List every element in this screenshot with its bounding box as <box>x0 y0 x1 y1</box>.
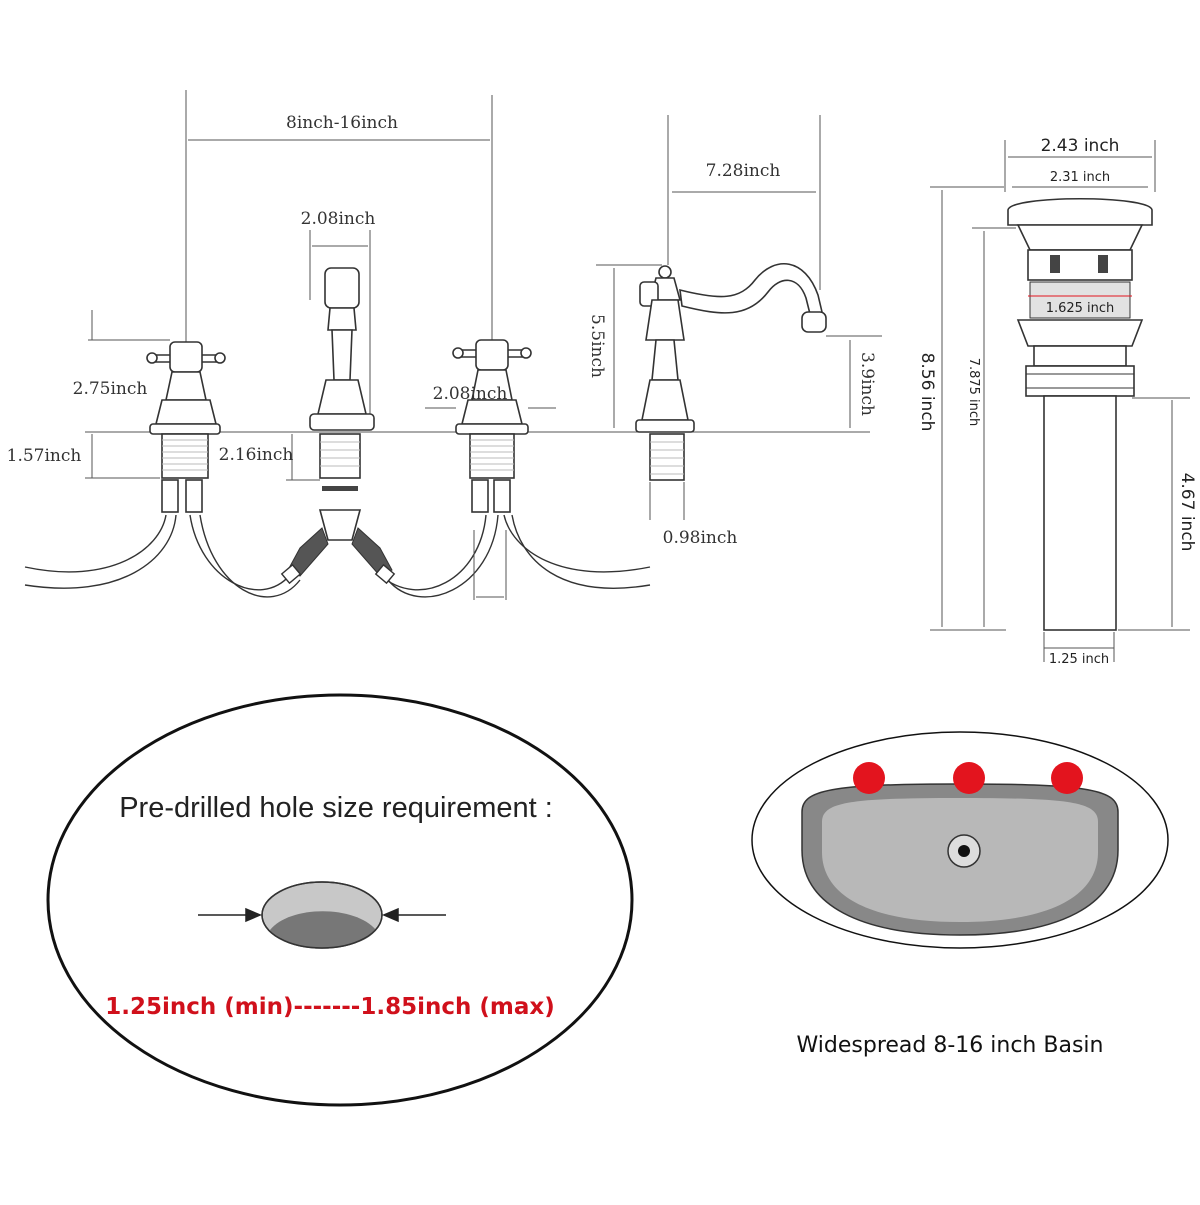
spout-outlet-height-label: 3.9inch <box>857 352 877 416</box>
drain-top-outer-label: 2.43 inch <box>1041 136 1120 156</box>
spout-height-label: 5.5inch <box>587 314 607 378</box>
hole-requirement-panel: Pre-drilled hole size requirement : 1.25… <box>46 693 634 1107</box>
handle-base-width-label: 2.08inch <box>433 384 508 404</box>
drain-body-height-label: 7.875 inch <box>966 358 981 427</box>
drain-top-inner-label: 2.31 inch <box>1050 170 1110 185</box>
hole-requirement-title: Pre-drilled hole size requirement : <box>119 792 553 824</box>
handle-height-label: 2.75inch <box>73 379 148 399</box>
drain-tail-height-label: 4.67 inch <box>1177 473 1197 552</box>
drilled-hole-icon <box>261 881 383 949</box>
drain-overflow-label: 1.625 inch <box>1046 301 1115 316</box>
faucet-hole-right <box>1051 762 1083 794</box>
gooseneck-spout <box>635 263 827 481</box>
spread-label: 8inch-16inch <box>286 113 398 133</box>
right-handle <box>452 339 532 513</box>
faucet-hole-center <box>953 762 985 794</box>
hole-width-arrows <box>198 907 446 923</box>
basin-caption: Widespread 8-16 inch Basin <box>797 1033 1104 1058</box>
center-spout-body <box>287 267 393 577</box>
drain-diagram: 2.43 inch 2.31 inch 1.625 inch 8.56 inch… <box>917 136 1197 667</box>
shank-diameter-label: 0.98inch <box>663 528 738 548</box>
drain-tail-diameter-label: 1.25 inch <box>1049 652 1109 667</box>
shank-length-label: 1.57inch <box>7 446 82 466</box>
spout-shank-length-label: 2.16inch <box>219 445 294 465</box>
drain-overall-height-label: 8.56 inch <box>917 353 937 432</box>
faucet-hole-left <box>853 762 885 794</box>
basin-panel: Widespread 8-16 inch Basin <box>751 731 1169 1058</box>
faucet-diagram: 8inch-16inch 2.08inch <box>7 90 882 600</box>
spout-reach-label: 7.28inch <box>706 161 781 181</box>
supply-hoses <box>24 514 651 598</box>
left-handle <box>146 341 226 513</box>
spout-base-width-label: 2.08inch <box>301 209 376 229</box>
hole-size-range: 1.25inch (min)-------1.85inch (max) <box>105 994 554 1020</box>
